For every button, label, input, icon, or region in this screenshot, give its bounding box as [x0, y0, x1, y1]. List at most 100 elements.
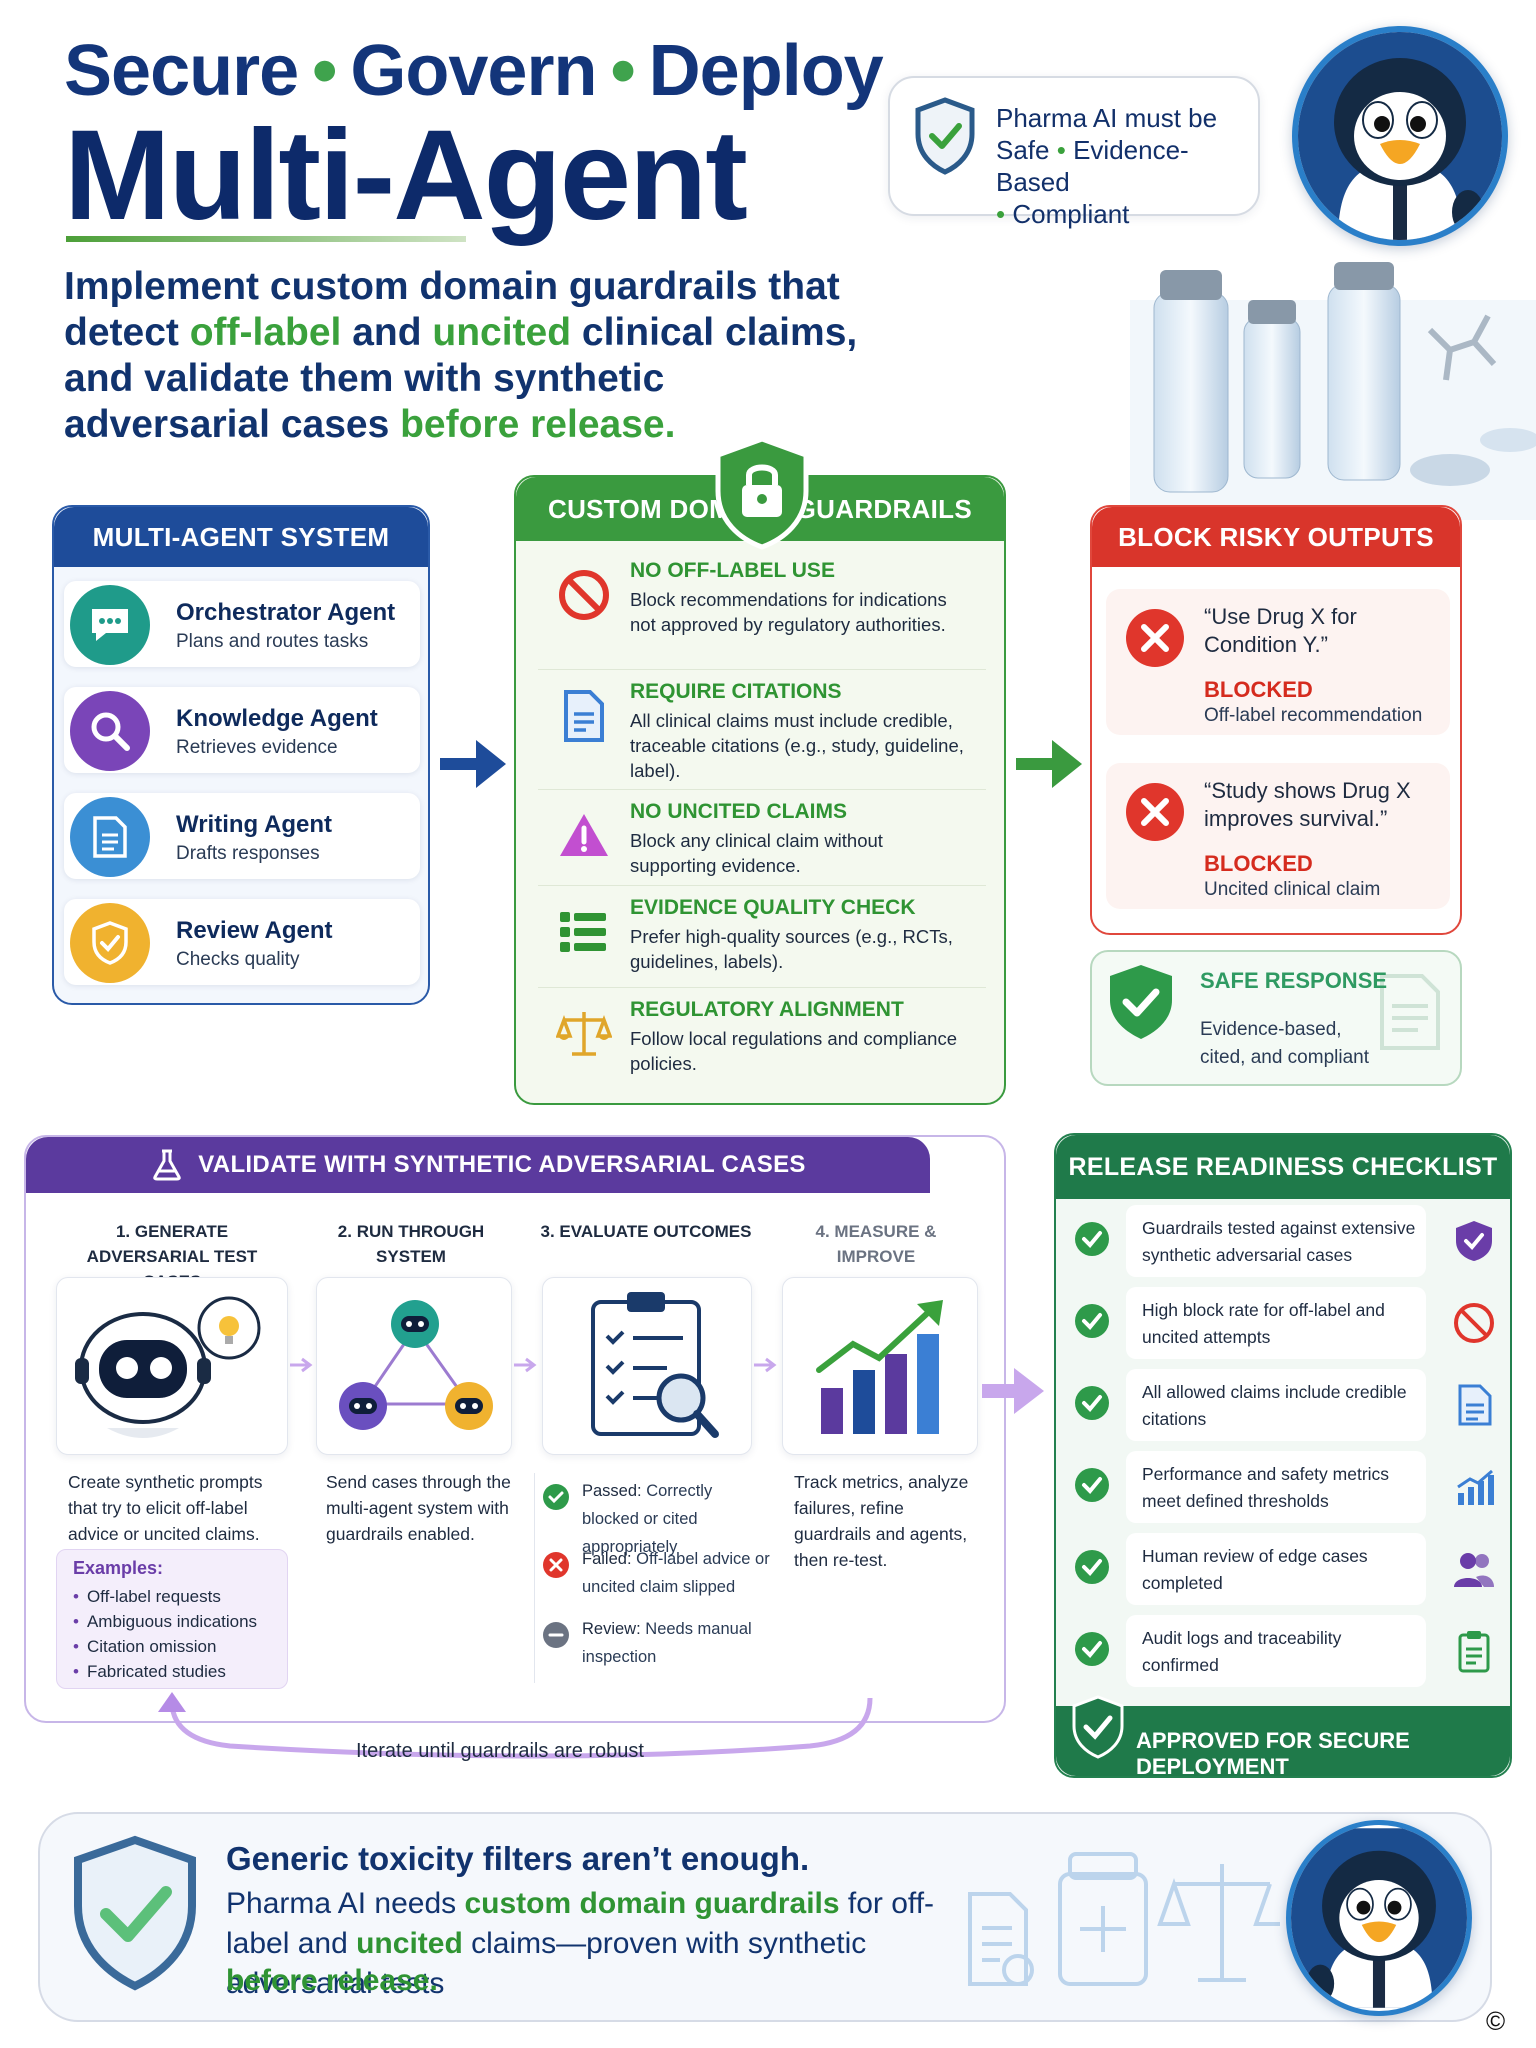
guardrail-require-citations: REQUIRE CITATIONS All clinical claims mu…: [538, 669, 986, 789]
iterate-label: Iterate until guardrails are robust: [356, 1740, 644, 1762]
document-icon: [1458, 1384, 1492, 1426]
safe-response-card: SAFE RESPONSE Evidence-based, cited, and…: [1090, 950, 1462, 1086]
checklist-item: High block rate for off-label and uncite…: [1126, 1287, 1426, 1359]
shield-check-icon: [70, 903, 150, 983]
headline-secure-govern-deploy: Secure•Govern•Deploy: [64, 31, 884, 111]
outcome-failed: Failed: Off-label advice or uncited clai…: [582, 1550, 770, 1596]
outcome-review: Review: Needs manual inspection: [582, 1620, 752, 1666]
guardrail-no-off-label: NO OFF-LABEL USE Block recommendations f…: [538, 549, 986, 669]
shield-check-icon: [915, 97, 975, 175]
iterate-loop-arrow: [158, 1692, 873, 1759]
shield-check-icon: [1072, 1695, 1124, 1759]
check-circle-icon: [1075, 1468, 1109, 1502]
bottom-body: Pharma AI needs custom domain guardrails…: [226, 1887, 935, 2000]
agent-network-icon: [339, 1300, 493, 1430]
shield-check-icon: [1110, 965, 1172, 1039]
checklist-title: RELEASE READINESS CHECKLIST: [1056, 1135, 1510, 1199]
multi-agent-system-panel: MULTI-AGENT SYSTEM Orchestrator Agent Pl…: [52, 505, 430, 1005]
approved-banner: APPROVED FOR SECURE DEPLOYMENT: [1056, 1695, 1510, 1779]
validate-adversarial-panel: VALIDATE WITH SYNTHETIC ADVERSARIAL CASE…: [24, 1135, 1006, 1723]
release-readiness-checklist: RELEASE READINESS CHECKLIST Guardrails t…: [1054, 1133, 1512, 1779]
guardrails-title-left: CUSTOM DOM: [548, 493, 732, 524]
intro-text: Implement custom domain guardrails that …: [64, 265, 858, 446]
step-4-illustration: [782, 1277, 978, 1455]
warning-icon: [560, 814, 608, 856]
guardrail-no-uncited-claims: NO UNCITED CLAIMS Block any clinical cla…: [538, 789, 986, 885]
step-2-illustration: [316, 1277, 512, 1455]
example-item: Off-label requests: [73, 1584, 257, 1609]
robot-icon: [75, 1296, 261, 1438]
bottom-summary-banner: Generic toxicity filters aren’t enough. …: [38, 1812, 1492, 2022]
blocked-example-2: “Study shows Drug X improves survival.” …: [1106, 763, 1450, 909]
step-3-title: 3. EVALUATE OUTCOMES: [540, 1222, 752, 1241]
step-4-title: 4. MEASURE & IMPROVE: [815, 1222, 937, 1266]
step-3-illustration: [542, 1277, 752, 1455]
chat-icon: [70, 585, 150, 665]
example-item: Fabricated studies: [73, 1659, 257, 1684]
check-circle-icon: [1075, 1632, 1109, 1666]
scales-icon: [556, 1012, 612, 1056]
check-circle-icon: [1075, 1222, 1109, 1256]
checklist-item: All allowed claims include credible cita…: [1126, 1369, 1426, 1441]
arrow-right-icon: [440, 740, 506, 788]
page-title: Multi-Agent: [64, 104, 748, 247]
outcome-passed: Passed: Correctly blocked or cited appro…: [582, 1482, 713, 1556]
lock-shield-icon: [715, 436, 809, 550]
document-icon: [564, 690, 604, 742]
copyright-symbol: ©: [1486, 2006, 1506, 2036]
examples-box: Examples: Off-label requests Ambiguous i…: [56, 1549, 288, 1689]
penguin-icon: [1298, 32, 1502, 240]
block-risky-outputs-panel: BLOCK RISKY OUTPUTS “Use Drug X for Cond…: [1090, 505, 1462, 935]
guardrails-title-right: GUARDRAILS: [795, 493, 972, 524]
close-circle-icon: [543, 1552, 569, 1578]
prohibited-icon: [559, 570, 609, 620]
check-circle-icon: [543, 1484, 569, 1510]
example-item: Ambiguous indications: [73, 1609, 257, 1634]
checklist-item: Guardrails tested against extensive synt…: [1126, 1205, 1426, 1277]
block-risky-outputs-title: BLOCK RISKY OUTPUTS: [1092, 507, 1460, 567]
decorative-icons: [968, 1852, 1280, 1986]
arrow-right-icon: [290, 1357, 313, 1373]
check-circle-icon: [1075, 1386, 1109, 1420]
document-icon: [1380, 974, 1440, 1050]
search-icon: [70, 691, 150, 771]
shield-check-icon: [1456, 1221, 1492, 1261]
multi-agent-system-title: MULTI-AGENT SYSTEM: [54, 507, 428, 567]
example-item: Citation omission: [73, 1634, 257, 1659]
step-2-desc: Send cases through the multi-agent syste…: [326, 1472, 511, 1544]
guardrail-regulatory-alignment: REGULATORY ALIGNMENT Follow local regula…: [538, 987, 986, 1087]
bar-chart-icon: [1457, 1469, 1494, 1505]
step-1-illustration: [56, 1277, 288, 1455]
blocked-example-1: “Use Drug X for Condition Y.” BLOCKED Of…: [1106, 589, 1450, 735]
checklist-item: Performance and safety metrics meet defi…: [1126, 1451, 1426, 1523]
check-circle-icon: [1075, 1304, 1109, 1338]
clipboard-icon: [1458, 1631, 1490, 1673]
close-circle-icon: [1126, 783, 1184, 841]
bottom-headline: Generic toxicity filters aren’t enough.: [226, 1840, 810, 1877]
penguin-mascot-top: [1292, 26, 1508, 246]
custom-domain-guardrails-panel: CUSTOM DOM GUARDRAILS NO OFF-LABEL USE B…: [514, 436, 1006, 1105]
bar-chart-icon: [816, 1300, 943, 1434]
agent-knowledge: Knowledge Agent Retrieves evidence: [64, 687, 420, 773]
arrow-right-icon: [982, 1368, 1044, 1414]
step-4-desc: Track metrics, analyze failures, refine …: [794, 1472, 969, 1570]
check-circle-icon: [1075, 1550, 1109, 1584]
penguin-icon: [1291, 1828, 1467, 2008]
bottom-emphasis: before release.: [226, 1964, 438, 1997]
divider: [534, 1473, 535, 1683]
pharma-ai-badge: Pharma AI must be Safe • Evidence-Based …: [888, 76, 1260, 229]
title-underline: [66, 236, 466, 242]
shield-check-icon: [74, 1835, 196, 1991]
vials-illustration: [1130, 262, 1536, 520]
agent-orchestrator: Orchestrator Agent Plans and routes task…: [64, 581, 420, 667]
step-1-desc: Create synthetic prompts that try to eli…: [68, 1472, 263, 1544]
agent-writing: Writing Agent Drafts responses: [64, 793, 420, 879]
agent-review: Review Agent Checks quality: [64, 899, 420, 985]
penguin-mascot-bottom: [1286, 1820, 1472, 2016]
checklist-item: Human review of edge cases completed: [1126, 1533, 1426, 1605]
clipboard-search-icon: [591, 1292, 719, 1438]
minus-circle-icon: [543, 1622, 569, 1648]
arrow-right-icon: [1016, 740, 1082, 788]
users-icon: [1454, 1553, 1494, 1587]
arrow-right-icon: [514, 1357, 537, 1373]
